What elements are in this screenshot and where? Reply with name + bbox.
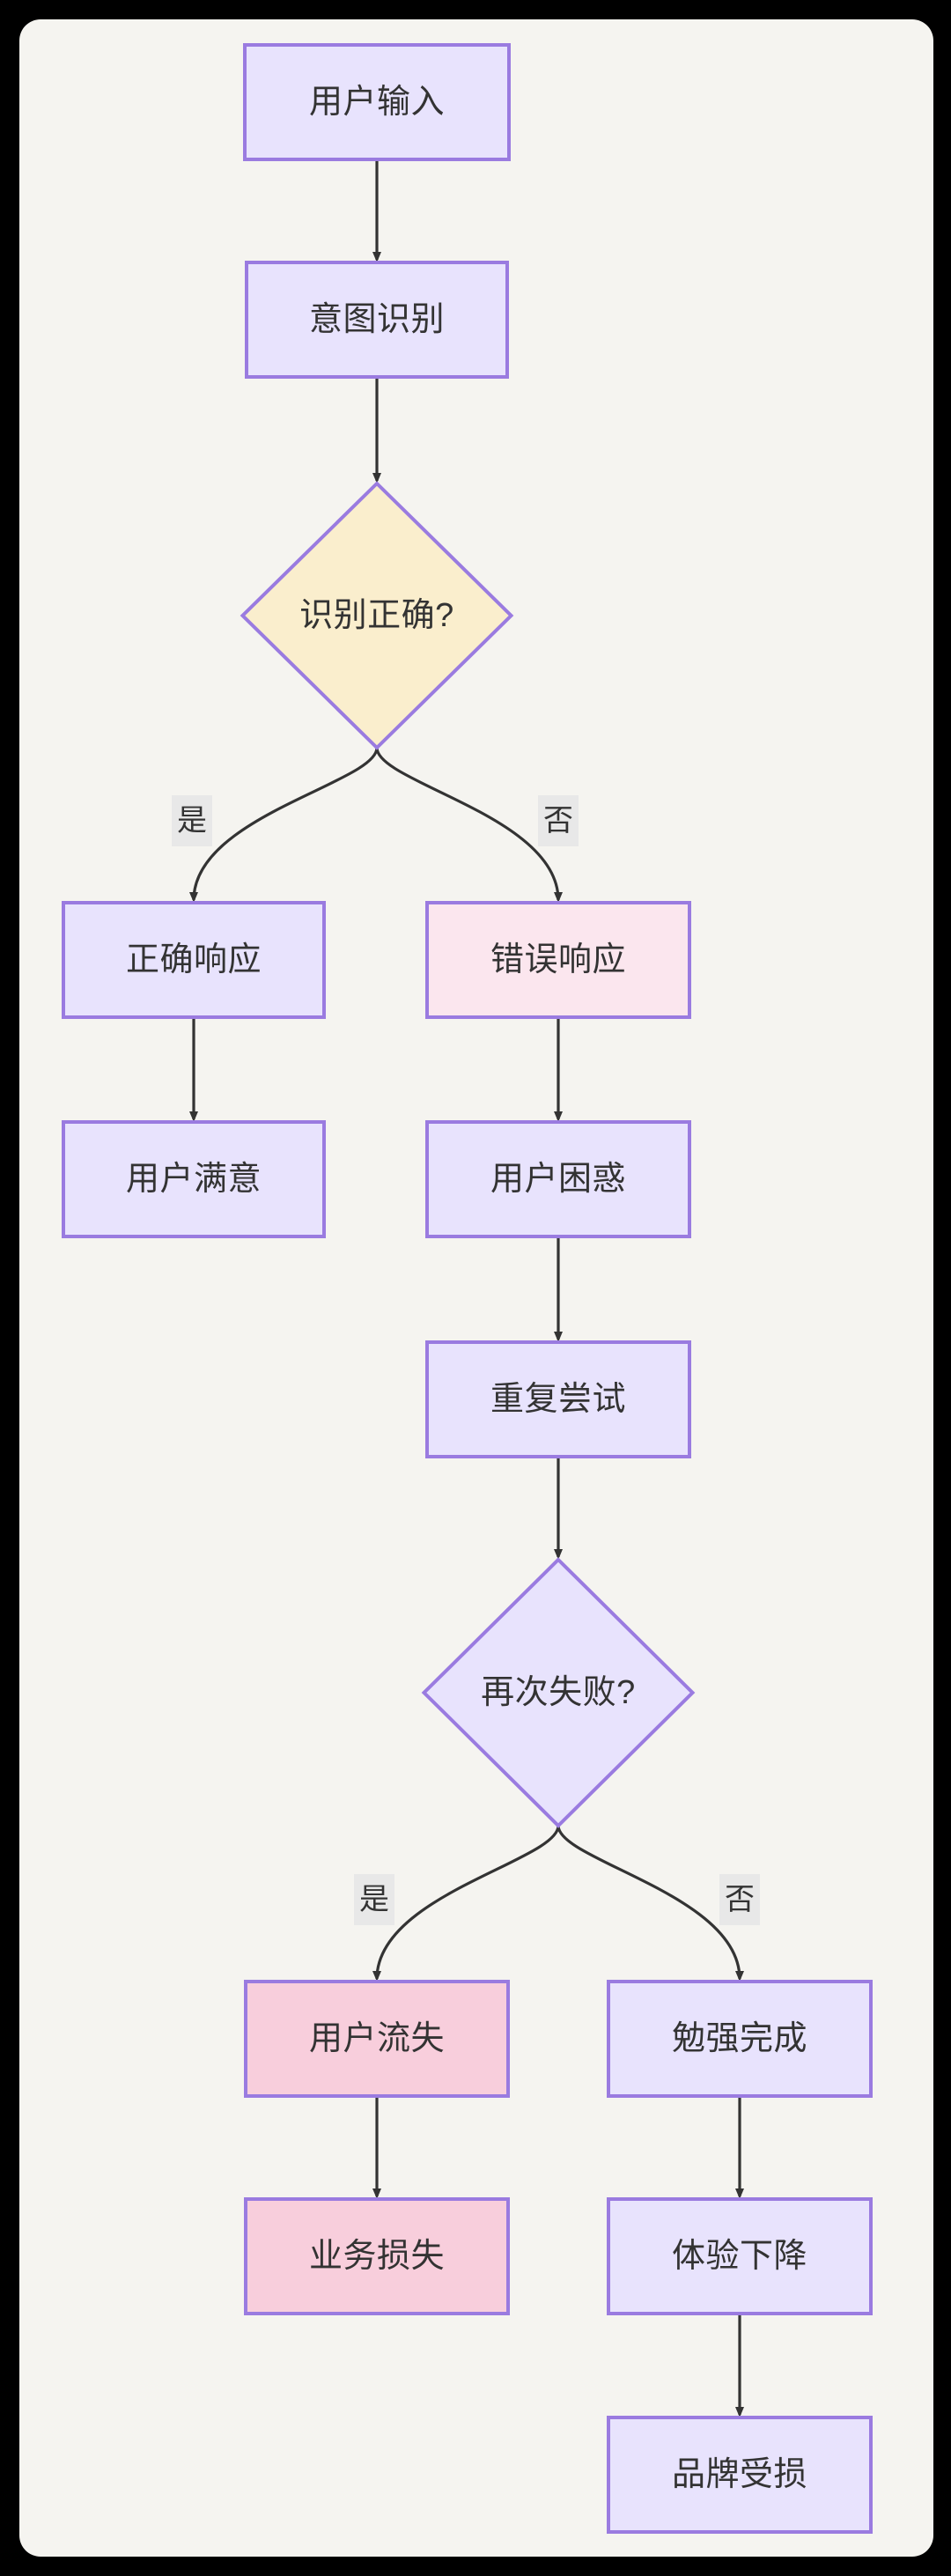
node-label: 用户满意 — [126, 1161, 262, 1198]
node-brand-damage[interactable]: 品牌受损 — [607, 2416, 873, 2534]
edge-label-background — [354, 1874, 394, 1925]
edge-label-background — [719, 1874, 760, 1925]
node-user-confused[interactable]: 用户困惑 — [425, 1120, 691, 1238]
edge-label-background — [172, 795, 212, 846]
node-label: 识别正确? — [299, 597, 454, 634]
node-label: 用户困惑 — [490, 1161, 626, 1198]
node-repeat-attempt[interactable]: 重复尝试 — [425, 1340, 691, 1458]
node-shape-rect — [425, 1120, 691, 1238]
node-shape-rect — [245, 261, 509, 379]
node-label: 再次失败? — [481, 1674, 636, 1711]
node-shape-rect — [244, 2197, 510, 2315]
edge-recognize-correct-to-correct-response — [189, 747, 379, 903]
edge-label-e10: 否 — [719, 1874, 760, 1925]
edge-label-e3: 是 — [172, 795, 212, 846]
node-label: 用户流失 — [309, 2020, 445, 2057]
diagram-canvas — [19, 19, 933, 2557]
node-recognize-correct[interactable]: 识别正确? — [240, 481, 514, 750]
node-shape-rect — [425, 901, 691, 1019]
node-shape-rect — [62, 901, 326, 1019]
edge-fail-again-to-barely-complete — [557, 1825, 744, 1982]
node-label: 重复尝试 — [490, 1381, 626, 1418]
node-intent-recognition[interactable]: 意图识别 — [245, 261, 509, 379]
edge-label-e9: 是 — [354, 1874, 394, 1925]
node-user-satisfied[interactable]: 用户满意 — [62, 1120, 326, 1238]
edge-fail-again-to-user-churn — [372, 1825, 560, 1982]
edge-label-text: 是 — [359, 1883, 389, 1916]
node-experience-decline[interactable]: 体验下降 — [607, 2197, 873, 2315]
node-barely-complete[interactable]: 勉强完成 — [607, 1980, 873, 2098]
edge-label-text: 否 — [725, 1883, 755, 1916]
node-label: 错误响应 — [490, 941, 626, 978]
node-user-input[interactable]: 用户输入 — [243, 43, 511, 161]
node-shape-diamond — [240, 481, 514, 750]
node-shape-diamond — [421, 1557, 696, 1828]
node-shape-rect — [244, 1980, 510, 2098]
node-shape-rect — [425, 1340, 691, 1458]
node-shape-rect — [607, 2197, 873, 2315]
node-shape-rect — [607, 2416, 873, 2534]
node-shape-rect — [607, 1980, 873, 2098]
node-label: 用户输入 — [309, 84, 445, 121]
node-correct-response[interactable]: 正确响应 — [62, 901, 326, 1019]
edge-labels-layer: 是否是否 — [172, 795, 760, 1925]
node-business-loss[interactable]: 业务损失 — [244, 2197, 510, 2315]
node-wrong-response[interactable]: 错误响应 — [425, 901, 691, 1019]
edges-layer — [189, 159, 744, 2417]
node-shape-rect — [62, 1120, 326, 1238]
edge-label-text: 否 — [543, 804, 573, 838]
node-label: 体验下降 — [672, 2238, 807, 2275]
node-shape-rect — [243, 43, 511, 161]
node-user-churn[interactable]: 用户流失 — [244, 1980, 510, 2098]
node-label: 意图识别 — [309, 301, 445, 338]
node-fail-again[interactable]: 再次失败? — [421, 1557, 696, 1828]
node-label: 业务损失 — [309, 2238, 445, 2275]
edge-label-background — [538, 795, 579, 846]
node-label: 正确响应 — [126, 941, 262, 978]
edge-label-e4: 否 — [538, 795, 579, 846]
node-label: 勉强完成 — [672, 2020, 807, 2057]
edge-recognize-correct-to-wrong-response — [375, 747, 563, 903]
node-label: 品牌受损 — [672, 2456, 807, 2493]
edge-label-text: 是 — [177, 804, 207, 838]
